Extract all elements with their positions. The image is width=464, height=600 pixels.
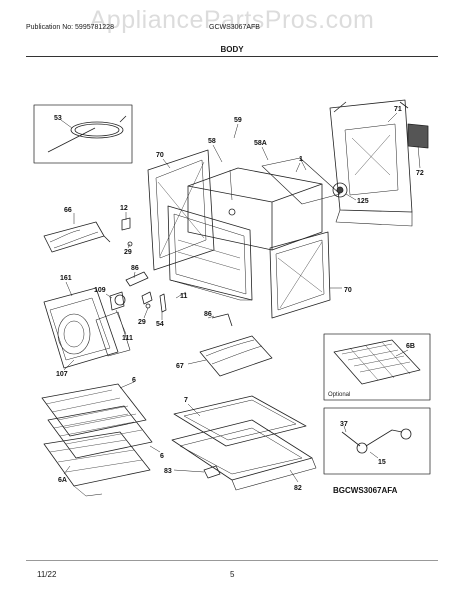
fan-motor-125 — [332, 182, 348, 198]
callout-86-lower: 86 — [204, 311, 212, 318]
page-header: Publication No: 5995781228 GCWS3067AFB — [26, 24, 438, 38]
callout-82: 82 — [294, 485, 302, 492]
callout-67: 67 — [176, 363, 184, 370]
side-panel-right-70 — [269, 231, 331, 319]
callout-6-upper: 6 — [132, 377, 136, 384]
callout-86-upper: 86 — [131, 265, 139, 272]
oven-racks — [41, 383, 153, 497]
callout-161: 161 — [60, 275, 72, 282]
callout-58a: 58A — [254, 140, 267, 147]
callout-83: 83 — [164, 468, 172, 475]
bottom-panel-7 — [173, 395, 307, 447]
callout-15: 15 — [378, 459, 386, 466]
inset-53-probe — [33, 104, 133, 164]
header-rule — [26, 56, 438, 57]
callout-54: 54 — [156, 321, 164, 328]
callout-29-lower: 29 — [138, 319, 146, 326]
callout-29-upper: 29 — [124, 249, 132, 256]
callout-1: 1 — [299, 156, 303, 163]
callout-125: 125 — [357, 198, 369, 205]
callout-107: 107 — [56, 371, 68, 378]
small-parts — [109, 217, 167, 313]
callout-6-lower: 6 — [160, 453, 164, 460]
callout-58: 58 — [208, 138, 216, 145]
callout-labels: 53 59 58 58A 71 70 1 72 66 12 29 125 161… — [54, 106, 424, 492]
model-number: GCWS3067AFB — [209, 24, 260, 31]
bake-element-67 — [199, 313, 273, 377]
leader-lines — [60, 112, 421, 483]
inset-6b-optional — [323, 333, 431, 401]
publication-number: Publication No: 5995781228 — [26, 24, 114, 31]
broil-element-66 — [43, 221, 111, 253]
callout-109: 109 — [94, 287, 106, 294]
optional-label: Optional — [328, 392, 350, 398]
callout-111: 111 — [122, 335, 133, 342]
oven-door-frame — [43, 287, 131, 369]
callout-59: 59 — [234, 117, 242, 124]
side-panel-left-70 — [147, 149, 215, 271]
footer-page-number: 5 — [230, 570, 235, 579]
callout-70-top: 70 — [156, 152, 164, 159]
callout-70-right: 70 — [344, 287, 352, 294]
callout-71: 71 — [394, 106, 402, 113]
callout-7: 7 — [184, 397, 188, 404]
inset-37-15-cord — [323, 407, 431, 475]
diagram-reference-code: BGCWS3067AFA — [333, 486, 398, 495]
vent-grille-72 — [407, 123, 429, 149]
section-title: BODY — [220, 45, 244, 54]
callout-11: 11 — [180, 293, 188, 300]
callout-6a: 6A — [58, 477, 67, 484]
callout-37: 37 — [340, 421, 348, 428]
footer-rule — [26, 560, 438, 561]
footer-date: 11/22 — [37, 570, 57, 579]
callout-53: 53 — [54, 115, 62, 122]
insulation-panel — [261, 157, 341, 205]
oven-cavity-wrap — [187, 167, 323, 251]
callout-6b: 6B — [406, 343, 415, 350]
callout-66: 66 — [64, 207, 72, 214]
back-panel-71 — [329, 99, 413, 227]
callout-72: 72 — [416, 170, 424, 177]
callout-12: 12 — [120, 205, 128, 212]
oven-liner — [167, 205, 253, 301]
base-frame-82 — [171, 419, 317, 491]
